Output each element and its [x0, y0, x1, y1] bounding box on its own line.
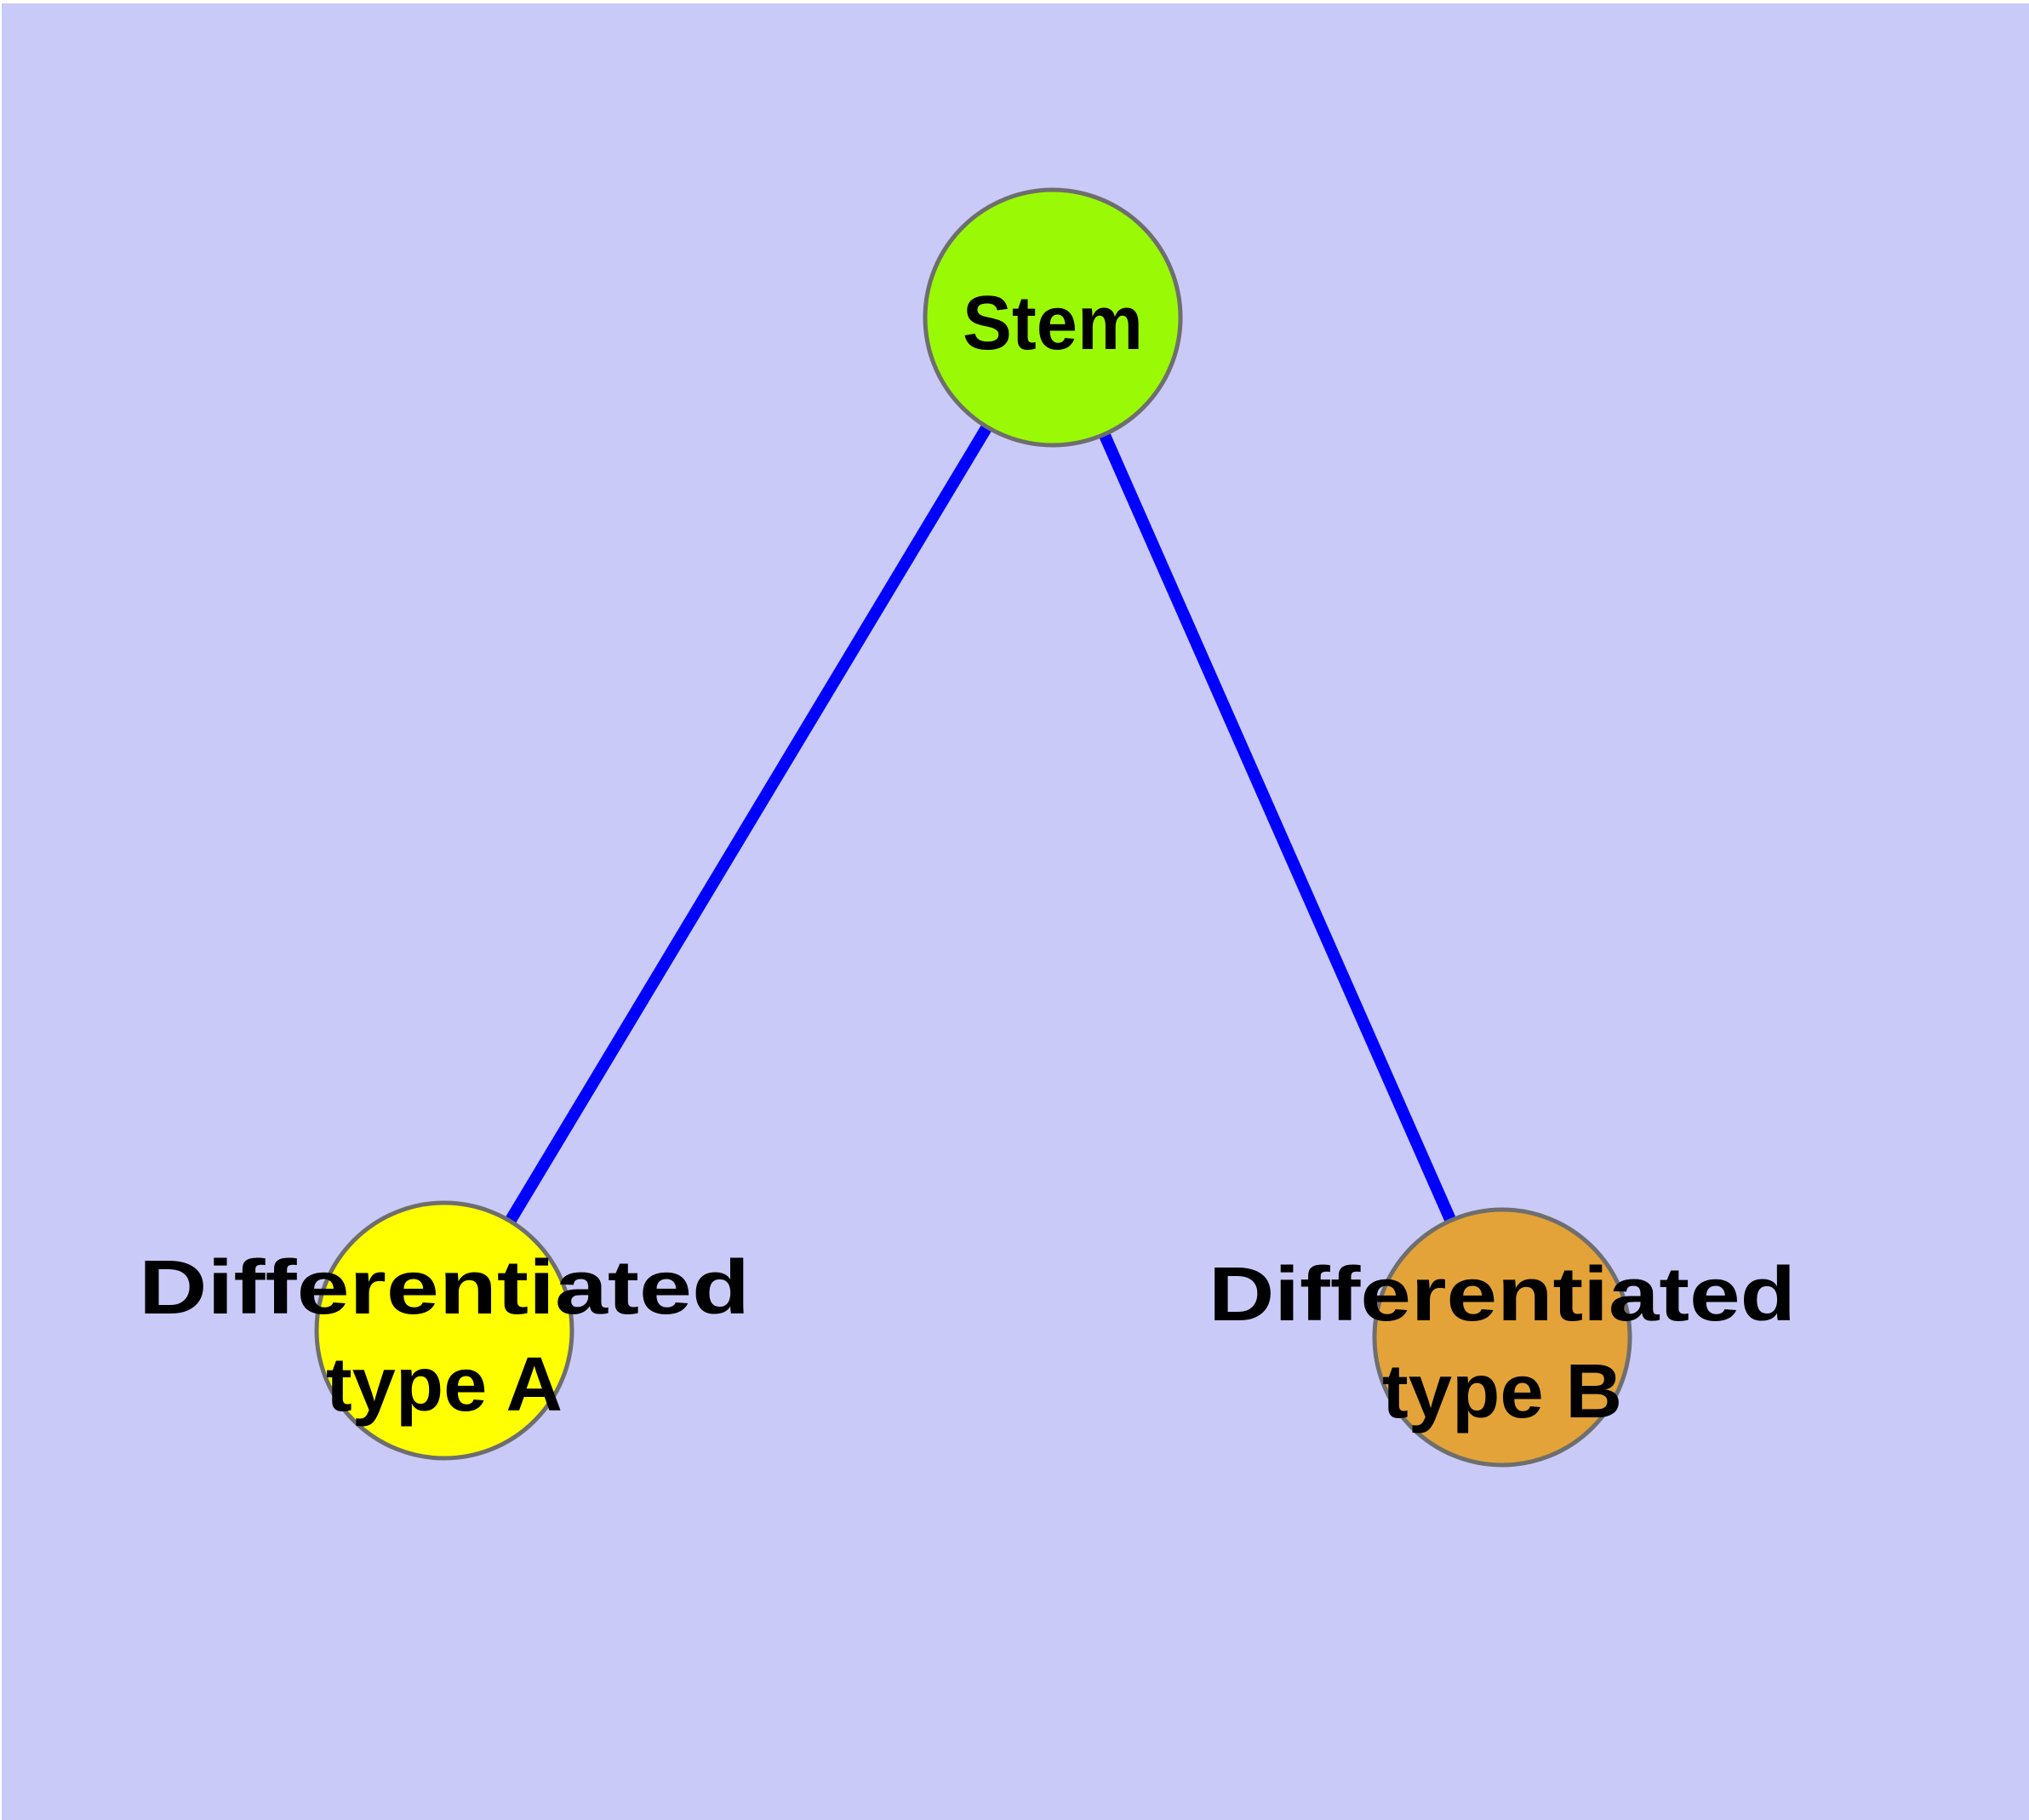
node-label-line: type B	[1382, 1349, 1622, 1434]
edge-stem-to-differentiated-type-a	[438, 314, 1059, 1334]
node-label-line: type A	[326, 1342, 563, 1428]
node-label-line: Differentiated	[139, 1245, 750, 1331]
node-label-differentiated-type-b: Differentiated type B	[1209, 1252, 1796, 1434]
node-circle-differentiated-type-b	[1372, 1207, 1632, 1468]
node-label-differentiated-type-a: Differentiated type A	[139, 1245, 750, 1428]
edge-stem-to-differentiated-type-b	[1047, 315, 1508, 1340]
node-circle-stem	[923, 187, 1183, 448]
node-label-stem: Stem	[963, 281, 1143, 366]
node-circle-differentiated-type-a	[314, 1200, 574, 1461]
node-stem: Stem	[923, 187, 1183, 448]
node-label-line: Stem	[963, 281, 1143, 366]
node-label-line: Differentiated	[1209, 1252, 1796, 1337]
node-differentiated-type-a: Differentiated type A	[139, 1200, 750, 1461]
node-differentiated-type-b: Differentiated type B	[1209, 1207, 1796, 1468]
